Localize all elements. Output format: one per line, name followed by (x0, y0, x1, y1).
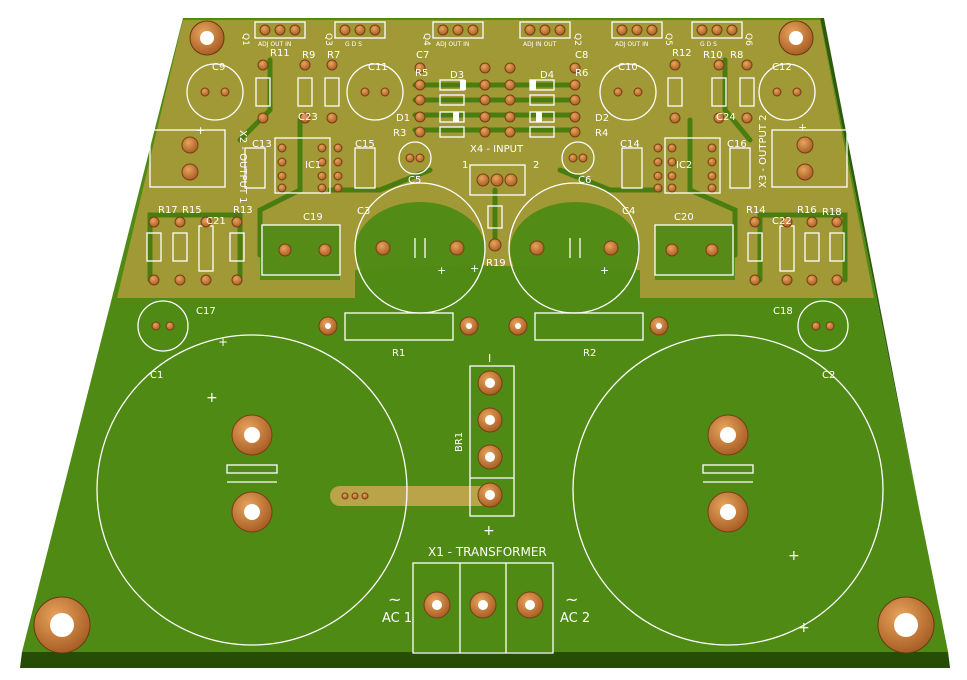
c2-plus: + (788, 548, 800, 564)
silkscreen-outlines (96, 21, 884, 654)
c3-plus: + (437, 264, 446, 277)
label-d1: D1 (396, 113, 410, 124)
label-ac2: AC 2 (560, 611, 590, 626)
label-transformer: X1 - TRANSFORMER (428, 545, 547, 559)
label-c9: C9 (212, 62, 225, 73)
label-c13: C13 (252, 139, 272, 150)
label-ic1: IC1 (305, 160, 321, 171)
label-c4: C4 (622, 206, 635, 217)
br1-plus: + (483, 523, 495, 539)
label-r6: R6 (575, 68, 588, 79)
q4-pins: ADJ OUT IN (436, 41, 469, 48)
label-r18: R18 (822, 207, 842, 218)
label-c2: C2 (822, 370, 835, 381)
c4-plus: + (600, 264, 609, 277)
label-r2: R2 (583, 348, 596, 359)
q2-ref: Q2 (572, 33, 582, 46)
label-r4: R4 (595, 128, 608, 139)
label-c20: C20 (674, 212, 694, 223)
label-r8: R8 (730, 50, 743, 61)
label-r7: R7 (327, 50, 340, 61)
label-r15: R15 (182, 205, 202, 216)
q4-ref: Q4 (421, 33, 431, 46)
q5-pins: ADJ OUT IN (615, 41, 648, 48)
label-c12: C12 (772, 62, 792, 73)
br1-minus: I (488, 352, 491, 365)
label-d2: D2 (595, 113, 609, 124)
tilde-ac2: ~ (565, 590, 578, 609)
label-c15: C15 (355, 139, 375, 150)
q6-pins: G D S (700, 41, 717, 48)
label-d4: D4 (540, 70, 554, 81)
label-r14: R14 (746, 205, 766, 216)
label-c24: C24 (716, 112, 736, 123)
c2-plus-b: + (798, 620, 810, 636)
q5-ref: Q5 (663, 33, 673, 46)
label-r1: R1 (392, 348, 405, 359)
label-c21: C21 (206, 216, 226, 227)
out2-plus: + (798, 121, 807, 134)
label-c5: C5 (408, 175, 421, 186)
label-input-pin1: 1 (462, 160, 468, 171)
label-r10: R10 (703, 50, 723, 61)
q1-ref: Q1 (240, 33, 250, 46)
c1-plus: + (206, 390, 218, 406)
wide-trace (330, 486, 490, 506)
tilde-ac1: ~ (388, 590, 401, 609)
label-r11: R11 (270, 48, 290, 59)
label-out1: X2 - OUTPUT 1 (237, 130, 248, 203)
label-c23: C23 (298, 112, 318, 123)
q3-ref: Q3 (323, 33, 333, 46)
q1-pins: ADJ OUT IN (258, 41, 291, 48)
label-c16: C16 (727, 139, 747, 150)
label-c11: C11 (368, 62, 388, 73)
q6-ref: Q6 (743, 33, 753, 46)
label-r17: R17 (158, 205, 178, 216)
label-r16: R16 (797, 205, 817, 216)
board-edge (20, 652, 950, 668)
label-c14: C14 (620, 139, 640, 150)
pad-holes (244, 323, 736, 610)
label-c3: C3 (357, 206, 370, 217)
traces (147, 57, 848, 283)
label-input-pin2: 2 (533, 160, 539, 171)
label-c10: C10 (618, 62, 638, 73)
q2-pins: ADJ IN OUT (523, 41, 557, 48)
label-c6: C6 (578, 175, 591, 186)
label-c19: C19 (303, 212, 323, 223)
out1-plus: + (196, 124, 205, 137)
label-r13: R13 (233, 205, 253, 216)
label-c8: C8 (575, 50, 588, 61)
label-d3: D3 (450, 70, 464, 81)
c17-plus: + (218, 335, 228, 349)
label-c7: C7 (416, 50, 429, 61)
label-br1: BR1 (454, 432, 465, 452)
diodes (453, 80, 542, 122)
label-r5: R5 (415, 68, 428, 79)
label-input: X4 - INPUT (470, 144, 524, 155)
label-out2: X3 - OUTPUT 2 (758, 115, 769, 188)
label-c1: C1 (150, 370, 163, 381)
q3-pins: G D S (345, 41, 362, 48)
label-c17: C17 (196, 306, 216, 317)
label-r9: R9 (302, 50, 315, 61)
mounting-holes (33, 20, 935, 654)
pads (148, 24, 843, 619)
label-c22: C22 (772, 216, 792, 227)
label-c18: C18 (773, 306, 793, 317)
c3-plus-b: + (470, 262, 479, 275)
label-r12: R12 (672, 48, 692, 59)
label-r3: R3 (393, 128, 406, 139)
label-ac1: AC 1 (382, 611, 412, 626)
label-r19: R19 (486, 258, 506, 269)
label-ic2: IC2 (676, 160, 692, 171)
